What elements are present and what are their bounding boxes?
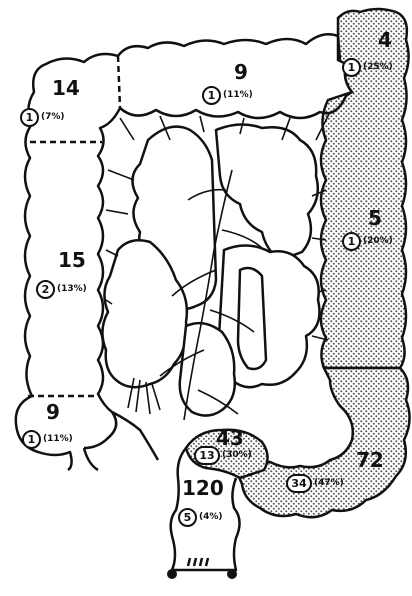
hepatic-flexure-count: 1 bbox=[20, 108, 39, 127]
splenic-flexure-total: 4 bbox=[378, 30, 392, 50]
ascending-total: 15 bbox=[58, 250, 86, 270]
rectum-pct: (4%) bbox=[199, 512, 223, 522]
rectum-count: 5 bbox=[178, 508, 197, 527]
sigmoid-count: 34 bbox=[286, 474, 312, 493]
hepatic-flexure-cases: 1(7%) bbox=[20, 108, 65, 127]
sigmoid-pct: (47%) bbox=[314, 478, 344, 488]
hepatic-flexure-pct: (7%) bbox=[41, 112, 65, 122]
sigmoid-cases: 34(47%) bbox=[286, 474, 344, 493]
ascending-cases: 2(13%) bbox=[36, 280, 87, 299]
cecum-total: 9 bbox=[46, 402, 60, 422]
rectosigmoid-pct: (30%) bbox=[222, 450, 252, 460]
sigmoid-total: 72 bbox=[356, 450, 384, 470]
descending-cases: 1(20%) bbox=[342, 232, 393, 251]
splenic-flexure-count: 1 bbox=[342, 58, 361, 77]
ascending-count: 2 bbox=[36, 280, 55, 299]
anal-marker-left bbox=[167, 569, 177, 579]
hepatic-flexure-total: 14 bbox=[52, 78, 80, 98]
splenic-flexure-pct: (25%) bbox=[363, 62, 393, 72]
descending-count: 1 bbox=[342, 232, 361, 251]
splenic-flexure-cases: 1(25%) bbox=[342, 58, 393, 77]
cecum-cases: 1(11%) bbox=[22, 430, 73, 449]
transverse-cases: 1(11%) bbox=[202, 86, 253, 105]
transverse-total: 9 bbox=[234, 62, 248, 82]
descending-total: 5 bbox=[368, 208, 382, 228]
ascending-pct: (13%) bbox=[57, 284, 87, 294]
cecum-pct: (11%) bbox=[43, 434, 73, 444]
transverse-count: 1 bbox=[202, 86, 221, 105]
rectosigmoid-count: 13 bbox=[194, 446, 220, 465]
rectosigmoid-total: 43 bbox=[216, 428, 244, 448]
transverse-pct: (11%) bbox=[223, 90, 253, 100]
rectosigmoid-cases: 13(30%) bbox=[194, 446, 252, 465]
anal-marker-right bbox=[227, 569, 237, 579]
descending-pct: (20%) bbox=[363, 236, 393, 246]
rectum-total: 120 bbox=[182, 478, 224, 498]
cecum-count: 1 bbox=[22, 430, 41, 449]
rectum-cases: 5(4%) bbox=[178, 508, 223, 527]
